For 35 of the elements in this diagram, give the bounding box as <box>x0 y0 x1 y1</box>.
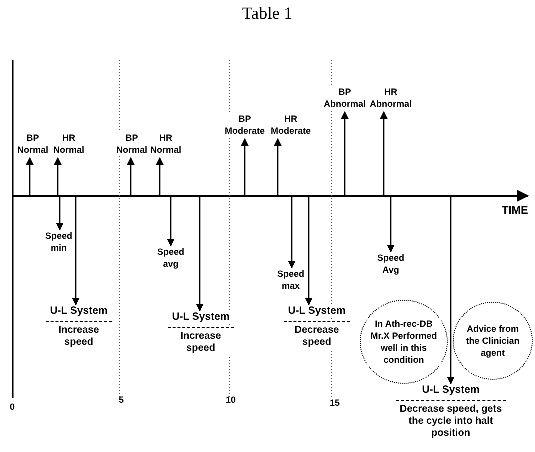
title: Table 1 <box>241 4 294 24</box>
action-text: Decrease speed <box>284 321 350 349</box>
arrow <box>127 157 135 196</box>
event-label: HR Abnormal <box>368 86 414 110</box>
arrow <box>387 196 395 253</box>
tick-label: 0 <box>10 402 16 412</box>
event-label: HR Normal <box>51 132 87 156</box>
event-label: HR Normal <box>148 132 184 156</box>
arrow <box>54 157 62 196</box>
arrow <box>196 196 204 312</box>
action-text: Increase speed <box>168 327 234 355</box>
arrow <box>167 196 175 247</box>
event-label: BP Abnormal <box>322 86 368 110</box>
arrow <box>26 157 34 196</box>
arrow <box>274 138 282 196</box>
tick-label: 5 <box>119 395 124 405</box>
action-text: Decrease speed, gets the cycle into halt position <box>396 400 506 440</box>
arrow <box>241 138 249 196</box>
event-label: Speed max <box>276 268 306 292</box>
tick-label: 10 <box>226 395 236 405</box>
arrow <box>341 111 349 196</box>
arrow <box>156 157 164 196</box>
arrow <box>288 196 296 269</box>
event-label: In Ath-rec-DB Mr.X Performed well in this condition <box>367 318 441 366</box>
event-label: BP Normal <box>114 132 150 156</box>
arrow <box>305 196 313 306</box>
event-label: Speed min <box>44 230 74 254</box>
axis-label: TIME <box>502 205 528 217</box>
arrow <box>56 196 64 231</box>
tick-label: 15 <box>330 398 340 408</box>
arrow <box>72 196 80 306</box>
event-label: BP Normal <box>15 132 51 156</box>
arrow <box>447 196 455 385</box>
action-text: Increase speed <box>46 321 112 349</box>
arrow <box>380 111 388 196</box>
